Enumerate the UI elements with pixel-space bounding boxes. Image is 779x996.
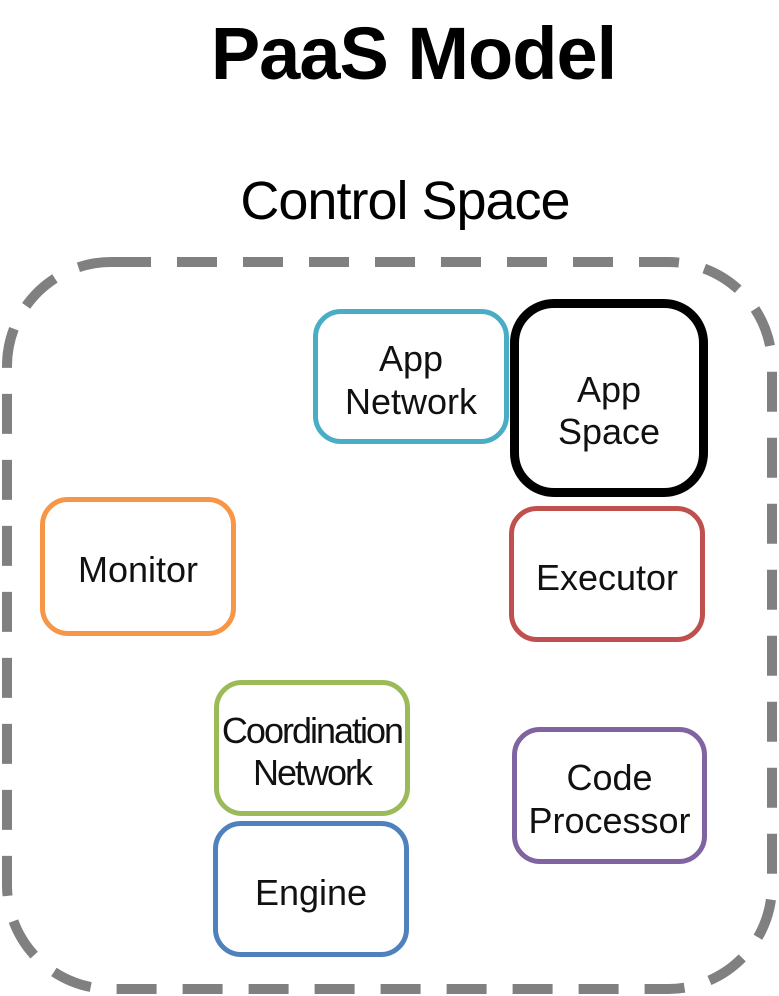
box-executor-label: Executor — [535, 556, 679, 598]
box-monitor: Monitor — [40, 497, 236, 636]
box-coordination-network-label: Coordination Network — [221, 709, 404, 793]
box-app-network: App Network — [313, 309, 509, 444]
box-executor: Executor — [509, 506, 705, 642]
box-app-space: App Space — [510, 299, 708, 497]
box-app-space-label: App Space — [557, 368, 661, 452]
box-app-network-label: App Network — [344, 338, 478, 422]
control-space-label: Control Space — [240, 171, 570, 231]
box-code-processor: Code Processor — [512, 727, 707, 864]
box-code-processor-label: Code Processor — [528, 757, 691, 841]
control-space-dashed-border — [2, 257, 777, 994]
box-engine-label: Engine — [254, 871, 368, 913]
page-title: PaaS Model — [210, 12, 617, 95]
box-monitor-label: Monitor — [77, 549, 199, 591]
box-engine: Engine — [213, 821, 409, 957]
box-coordination-network: Coordination Network — [214, 680, 410, 816]
